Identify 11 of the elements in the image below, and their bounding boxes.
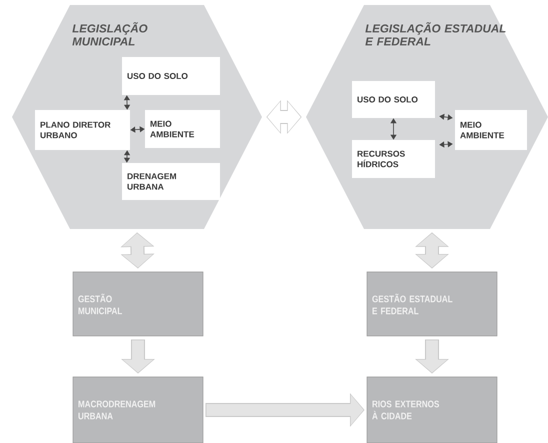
text-box: PLANO DIRETOR URBANO xyxy=(35,110,130,150)
text-box: RECURSOS HÍDRICOS xyxy=(352,140,435,178)
text-box: GESTÃO MUNICIPAL xyxy=(72,272,204,336)
text-box: USO DO SOLO xyxy=(122,57,220,95)
text-box: RIOS EXTERNOS À CIDADE xyxy=(366,376,498,443)
text-box: MEIO AMBIENTE xyxy=(145,110,220,148)
text-box: MEIO AMBIENTE xyxy=(455,110,527,150)
text-box: DRENAGEM URBANA xyxy=(122,163,220,200)
text-box: MACRODRENAGEM URBANA xyxy=(72,376,204,443)
text-box: GESTÃO ESTADUAL E FEDERAL xyxy=(366,272,498,336)
text-box: USO DO SOLO xyxy=(352,81,435,118)
